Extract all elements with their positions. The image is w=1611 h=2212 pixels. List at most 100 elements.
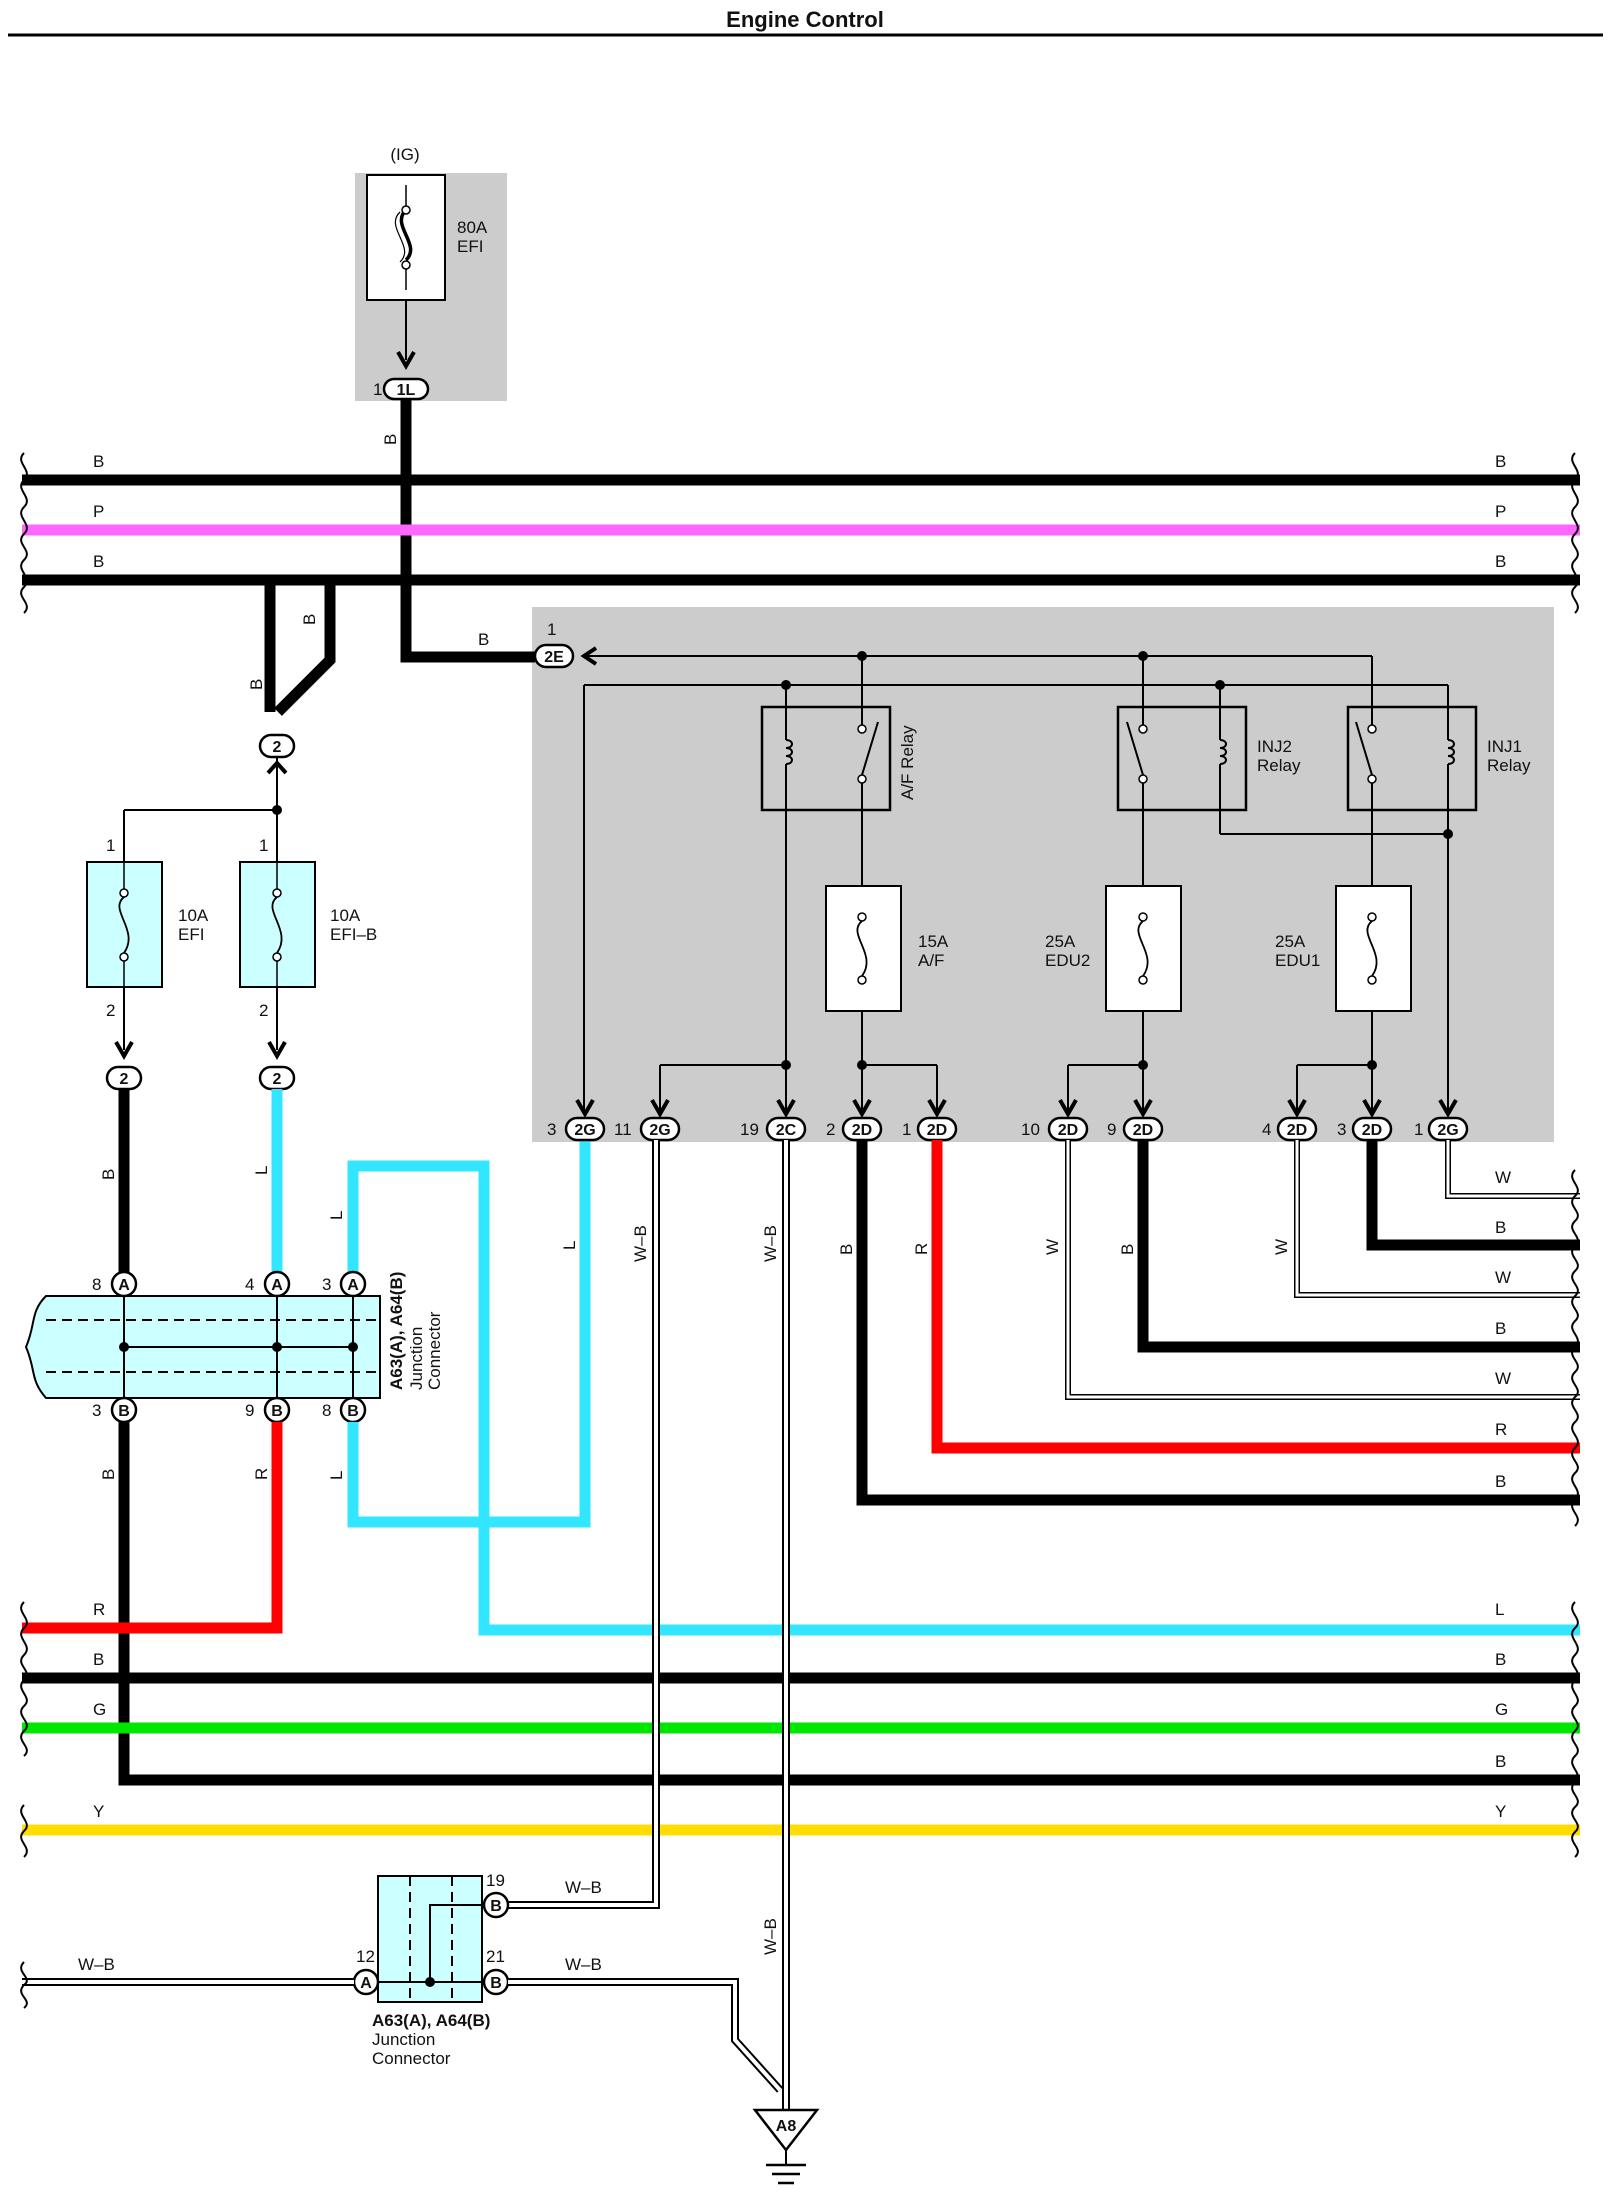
fuse-80a-name: EFI — [457, 237, 483, 256]
fuse-10a-efi-b: 1 10A EFI–B 2 — [239, 836, 377, 1020]
svg-text:W–B: W–B — [631, 1225, 650, 1262]
svg-text:19: 19 — [740, 1120, 759, 1139]
svg-text:R: R — [93, 1600, 105, 1619]
svg-text:2: 2 — [273, 739, 282, 756]
svg-text:2: 2 — [826, 1120, 835, 1139]
svg-text:Relay: Relay — [1257, 756, 1301, 775]
svg-text:W–B: W–B — [78, 1955, 115, 1974]
svg-text:15A: 15A — [918, 932, 949, 951]
svg-text:L: L — [252, 1166, 271, 1175]
svg-text:W–B: W–B — [565, 1955, 602, 1974]
bottom-bus: R B G Y L B G B Y — [20, 1600, 1580, 1858]
svg-text:10A: 10A — [178, 906, 209, 925]
junction-pin-4a — [263, 1270, 291, 1298]
svg-text:1: 1 — [259, 836, 268, 855]
svg-text:L: L — [1495, 1600, 1504, 1619]
svg-text:EFI–B: EFI–B — [330, 925, 377, 944]
svg-text:B: B — [247, 679, 266, 690]
svg-text:25A: 25A — [1045, 932, 1076, 951]
svg-text:B: B — [381, 434, 400, 445]
svg-text:R: R — [912, 1243, 931, 1255]
svg-text:G: G — [93, 1700, 106, 1719]
svg-text:10: 10 — [1021, 1120, 1040, 1139]
svg-text:2: 2 — [120, 1071, 129, 1088]
svg-text:A: A — [347, 1277, 359, 1294]
svg-text:12: 12 — [356, 1947, 375, 1966]
svg-text:2C: 2C — [776, 1122, 797, 1139]
svg-text:W: W — [1495, 1168, 1511, 1187]
svg-text:2G: 2G — [574, 1122, 595, 1139]
svg-text:EFI: EFI — [178, 925, 204, 944]
svg-text:4: 4 — [1262, 1120, 1271, 1139]
svg-text:3: 3 — [547, 1120, 556, 1139]
svg-text:2: 2 — [259, 1001, 268, 1020]
svg-text:P: P — [93, 502, 104, 521]
svg-text:W: W — [1495, 1268, 1511, 1287]
svg-text:EDU2: EDU2 — [1045, 951, 1090, 970]
svg-text:A8: A8 — [776, 2118, 797, 2135]
svg-text:W: W — [1043, 1239, 1062, 1255]
svg-text:W: W — [1495, 1369, 1511, 1388]
svg-text:A63(A), A64(B): A63(A), A64(B) — [372, 2011, 490, 2030]
svg-text:2: 2 — [273, 1071, 282, 1088]
svg-text:B: B — [1495, 1218, 1506, 1237]
svg-text:B: B — [490, 1898, 502, 1915]
af-relay-label: A/F Relay — [898, 725, 917, 800]
svg-text:9: 9 — [245, 1401, 254, 1420]
svg-text:B: B — [271, 1403, 283, 1420]
svg-text:8: 8 — [322, 1401, 331, 1420]
svg-text:R: R — [1495, 1420, 1507, 1439]
svg-text:4: 4 — [245, 1275, 254, 1294]
svg-text:B: B — [478, 630, 489, 649]
page-title: Engine Control — [726, 7, 884, 32]
svg-text:1: 1 — [106, 836, 115, 855]
svg-text:10A: 10A — [330, 906, 361, 925]
junction-pin-8a — [110, 1270, 138, 1298]
svg-text:2D: 2D — [1362, 1122, 1382, 1139]
svg-text:3: 3 — [1337, 1120, 1346, 1139]
svg-text:A/F: A/F — [918, 951, 944, 970]
svg-text:Y: Y — [93, 1802, 104, 1821]
svg-text:B: B — [490, 1975, 502, 1992]
svg-text:2: 2 — [106, 1001, 115, 1020]
svg-text:B: B — [347, 1403, 359, 1420]
svg-text:2D: 2D — [1133, 1122, 1153, 1139]
svg-text:2D: 2D — [1287, 1122, 1307, 1139]
svg-text:B: B — [837, 1244, 856, 1255]
fuse-10a-efi: 1 10A EFI 2 — [86, 836, 209, 1020]
svg-text:2D: 2D — [1058, 1122, 1078, 1139]
svg-text:INJ1: INJ1 — [1487, 737, 1522, 756]
svg-text:B: B — [1495, 1650, 1506, 1669]
svg-text:Junction: Junction — [407, 1327, 426, 1390]
svg-text:L: L — [327, 1211, 346, 1220]
svg-text:2G: 2G — [649, 1122, 670, 1139]
svg-text:8: 8 — [92, 1275, 101, 1294]
connector-2e — [533, 643, 575, 669]
svg-text:W–B: W–B — [761, 1918, 780, 1955]
svg-text:1L: 1L — [397, 382, 416, 399]
svg-text:A: A — [118, 1277, 130, 1294]
svg-text:19: 19 — [486, 1871, 505, 1890]
svg-text:2D: 2D — [927, 1122, 947, 1139]
svg-text:3: 3 — [322, 1275, 331, 1294]
pin-1l: 1 — [373, 380, 382, 399]
svg-text:A63(A), A64(B): A63(A), A64(B) — [387, 1272, 406, 1390]
svg-text:INJ2: INJ2 — [1257, 737, 1292, 756]
svg-text:L: L — [327, 1471, 346, 1480]
svg-text:3: 3 — [92, 1401, 101, 1420]
svg-text:B: B — [1495, 552, 1506, 571]
svg-text:2D: 2D — [852, 1122, 872, 1139]
svg-text:2E: 2E — [544, 649, 564, 666]
svg-text:Connector: Connector — [372, 2049, 451, 2068]
svg-text:B: B — [1118, 1244, 1137, 1255]
svg-text:Junction: Junction — [372, 2030, 435, 2049]
junction-pin-3a — [339, 1270, 367, 1298]
svg-text:B: B — [1495, 1319, 1506, 1338]
top-bus: B P B B P B — [20, 452, 1580, 614]
fuse-80a-rating: 80A — [457, 218, 488, 237]
svg-text:A: A — [271, 1277, 283, 1294]
svg-text:Y: Y — [1495, 1802, 1506, 1821]
svg-text:B: B — [300, 614, 319, 625]
relay-box-internals: 1 2E A/F Relay INJ2 Relay — [533, 620, 1531, 1110]
